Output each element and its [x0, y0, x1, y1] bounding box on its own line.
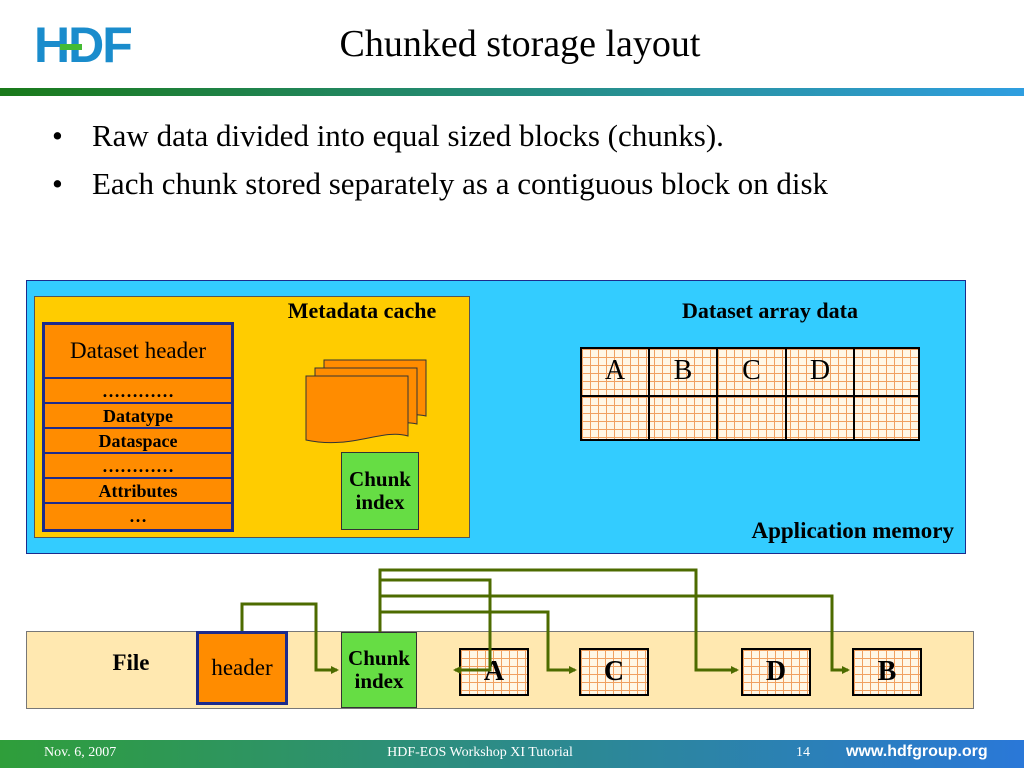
bullet-item: • Each chunk stored separately as a cont… — [52, 166, 829, 201]
file-chunk-b: B — [852, 648, 922, 696]
dataset-header-box: Dataset header ………… Datatype Dataspace …… — [42, 322, 234, 532]
arrow-index-to-c — [378, 578, 492, 674]
hdf-logo-graphic: HDF — [34, 17, 133, 73]
hdf-logo-text: HDF — [34, 17, 131, 72]
footer-date: Nov. 6, 2007 — [44, 745, 117, 760]
footer-page-number: 14 — [796, 745, 810, 760]
array-cell-a: A — [604, 355, 626, 386]
arrow-index-to-a — [378, 610, 577, 674]
footer-bar — [0, 740, 1024, 768]
dataset-header-row: Datatype — [45, 402, 231, 429]
array-cell-b: B — [673, 355, 693, 386]
dataset-header-row: ………… — [45, 452, 231, 479]
footer-website: www.hdfgroup.org — [846, 743, 988, 760]
document-stack-icon — [300, 354, 434, 450]
dataset-array-grid: A B C D — [580, 347, 920, 441]
hdf-logo: HDF — [34, 14, 144, 73]
file-label: File — [112, 650, 150, 675]
metadata-cache-label: Metadata cache — [287, 298, 437, 323]
footer-event: HDF-EOS Workshop XI Tutorial — [387, 745, 573, 760]
dataset-array-label: Dataset array data — [682, 298, 858, 323]
bullet-item: • Raw data divided into equal sized bloc… — [52, 118, 724, 153]
dataset-header-row: Attributes — [45, 477, 231, 504]
file-chunk-d: D — [741, 648, 811, 696]
bullet-list: • Raw data divided into equal sized bloc… — [52, 112, 1012, 208]
dataset-header-row: ………… — [45, 377, 231, 404]
file-chunk-c: C — [579, 648, 649, 696]
chunk-index-file: Chunk index — [341, 632, 417, 708]
dataset-header-title: Dataset header — [69, 338, 206, 363]
file-header-box: header — [196, 631, 288, 705]
array-cell-d: D — [809, 355, 831, 386]
title-divider — [0, 88, 1024, 96]
arrow-index-to-d — [378, 568, 739, 674]
array-cell-c: C — [742, 355, 761, 386]
arrow-index-to-b — [378, 594, 850, 674]
slide-title: Chunked storage layout — [339, 23, 701, 65]
chunk-index-memory: Chunk index — [341, 452, 419, 530]
application-memory-label: Application memory — [751, 518, 954, 543]
dataset-header-row: … — [45, 502, 231, 528]
arrow-header-to-index — [240, 602, 339, 674]
dataset-header-row: Dataspace — [45, 427, 231, 454]
